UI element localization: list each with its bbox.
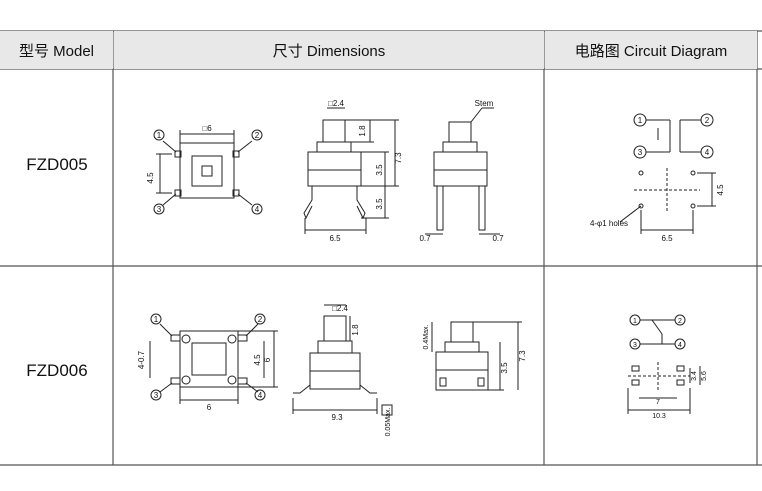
dim-cap: □2.4 [332,304,349,313]
circuit-pin-3: 3 [638,148,643,157]
header-circuit-label: 电路图 Circuit Diagram [574,42,728,60]
fzd005-top-view [153,129,263,215]
dim-side-left: 4-0.7 [137,350,146,369]
circuit-dim-h1: 7 [656,399,660,406]
pin-1-label: 1 [154,315,159,324]
model-fzd006: FZD006 [2,356,112,386]
dim-max-travel: 0.4Max. [423,324,430,349]
header-model: 型号 Model [0,31,113,69]
circuit-pin-2: 2 [705,116,710,125]
pin-4-label: 4 [255,205,260,214]
model-name: FZD005 [26,155,88,174]
dim-body: □6 [202,124,212,133]
circuit-dim-h2: 10.3 [652,413,666,420]
fzd006-front-view [431,321,522,391]
fzd006-circuit [627,314,701,414]
dim-h-top: 1.8 [358,125,367,137]
holes-label: 4-φ1 holes [590,219,628,228]
circuit-pitch-v: 4.5 [716,184,725,196]
dim-lead-right: 0.7 [492,234,504,243]
pin-3-label: 3 [154,391,159,400]
dim-h-body: 3.5 [500,362,509,374]
circuit-pitch-h: 6.5 [661,234,673,243]
dim-width: 9.3 [331,413,343,422]
model-fzd005: FZD005 [2,150,112,180]
pin-4-label: 4 [258,391,263,400]
fzd005-circuit [619,113,716,234]
dim-side-right: 4.5 [253,354,262,366]
fzd006-top-view [149,313,278,404]
dim-cap: □2.4 [328,99,345,108]
dim-tolerance: 0.05Max. [385,408,392,437]
header-circuit: 电路图 Circuit Diagram [545,31,757,69]
dim-side: 4.5 [146,172,155,184]
stem-label: Stem [475,99,494,108]
fzd005-front-view [425,107,500,235]
model-name: FZD006 [26,361,88,380]
circuit-pin-2: 2 [678,318,682,325]
pin-2-label: 2 [255,131,260,140]
dim-lead-left: 0.7 [419,234,431,243]
dim-body: 6 [207,403,212,412]
dim-h-leg: 3.5 [375,198,384,210]
circuit-pin-4: 4 [678,342,682,349]
dim-width: 6.5 [329,234,341,243]
circuit-pin-3: 3 [633,342,637,349]
circuit-pin-1: 1 [633,318,637,325]
pin-1-label: 1 [157,131,162,140]
circuit-pin-1: 1 [638,116,643,125]
pin-3-label: 3 [157,205,162,214]
fzd006-side-view [292,304,393,416]
dim-h-total: 7.3 [518,350,527,362]
circuit-dim-v1: 3.4 [691,371,698,381]
dim-h-body: 3.5 [375,164,384,176]
dim-side-outer: 6 [263,357,272,362]
header-dimensions-label: 尺寸 Dimensions [272,42,386,60]
header-model-label: 型号 Model [18,42,95,60]
dim-h-top: 1.8 [351,324,360,336]
header-dimensions: 尺寸 Dimensions [114,31,544,69]
fzd005-side-view [303,107,399,234]
circuit-dim-v2: 5.6 [701,371,708,381]
dim-h-total: 7.3 [394,152,403,164]
circuit-pin-4: 4 [705,148,710,157]
pin-2-label: 2 [258,315,263,324]
